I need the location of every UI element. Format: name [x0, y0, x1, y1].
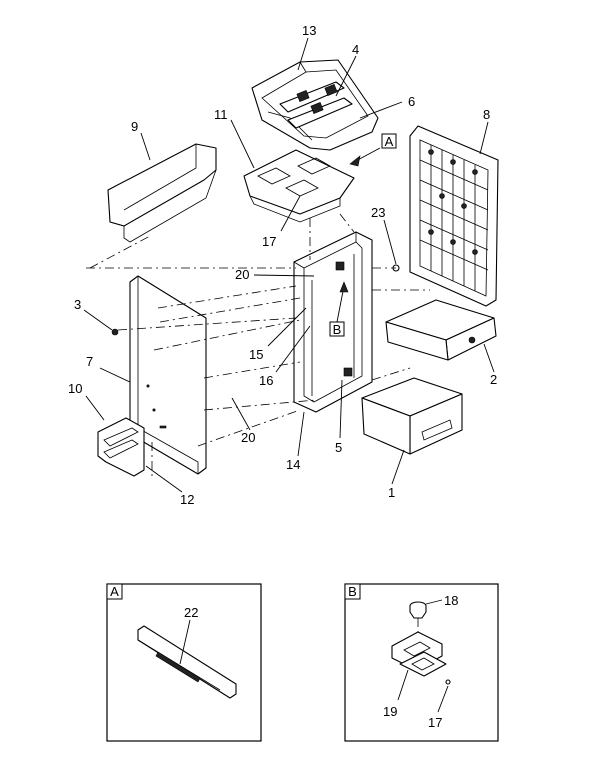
- callout-4: 4: [352, 42, 359, 57]
- callout-20a: 20: [235, 267, 249, 282]
- callout-14: 14: [286, 457, 300, 472]
- detail-view-a: A 22: [106, 583, 262, 742]
- callout-23: 23: [371, 205, 385, 220]
- callout-11: 11: [214, 107, 228, 122]
- view-marker-a-label: A: [385, 134, 394, 149]
- side-panel: [409, 125, 499, 307]
- callout-6: 6: [408, 94, 415, 109]
- detail-b-callout-19: 19: [383, 704, 397, 719]
- callout-8: 8: [483, 107, 490, 122]
- leader-lines: [83, 37, 495, 493]
- arrow-head: [349, 155, 361, 167]
- top-cover: [107, 143, 217, 243]
- detail-view-b: B 18 19 17: [344, 583, 499, 742]
- handle: [97, 417, 145, 477]
- detail-b-callout-18: 18: [444, 593, 458, 608]
- callout-15: 15: [249, 347, 263, 362]
- callout-10: 10: [68, 381, 82, 396]
- callout-2: 2: [490, 372, 497, 387]
- alignment-lines: [86, 213, 430, 480]
- screw: [111, 328, 119, 336]
- detail-a-label: A: [110, 584, 119, 599]
- detail-b-callout-17: 17: [428, 715, 442, 730]
- callout-3: 3: [74, 297, 81, 312]
- callout-9: 9: [131, 119, 138, 134]
- callout-13: 13: [302, 23, 316, 38]
- shelf-plate: [243, 149, 355, 223]
- callout-1: 1: [388, 485, 395, 500]
- top-tray-assembly: [251, 59, 379, 151]
- callout-17: 17: [262, 234, 276, 249]
- detail-a-callout-22: 22: [184, 605, 198, 620]
- callout-12: 12: [180, 492, 194, 507]
- deep-drawer: [361, 377, 463, 455]
- callout-7: 7: [86, 354, 93, 369]
- view-marker-a: A: [381, 133, 397, 149]
- callout-20b: 20: [241, 430, 255, 445]
- callout-16: 16: [259, 373, 273, 388]
- callout-labels: 13 4 6 9 11 8 17 23 20 3 7 10 15 16 14 5…: [68, 23, 497, 507]
- view-marker-b: B: [329, 281, 349, 337]
- shallow-drawer: [385, 299, 497, 361]
- view-marker-b-label: B: [333, 322, 342, 337]
- callout-5: 5: [335, 440, 342, 455]
- detail-b-label: B: [348, 584, 357, 599]
